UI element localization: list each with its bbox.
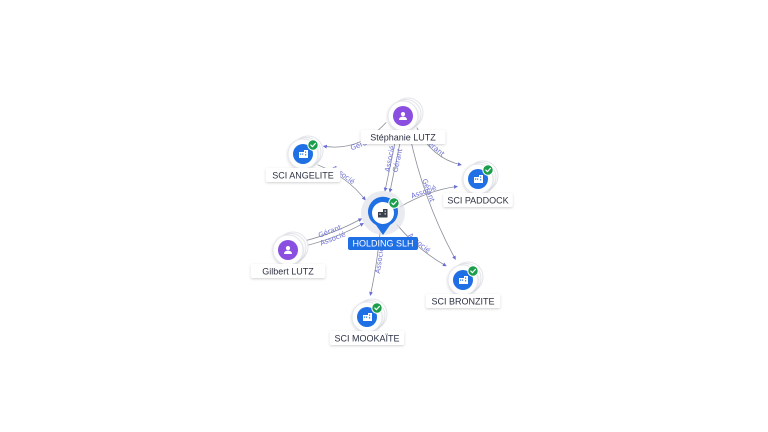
verified-check-icon [307, 139, 319, 151]
edge-line [396, 224, 447, 267]
node-holding[interactable]: HOLDING SLH [348, 191, 418, 250]
node-label: HOLDING SLH [352, 239, 413, 249]
label-box [329, 331, 405, 345]
node-mookaite[interactable]: SCI MOOKAÏTE [329, 298, 405, 345]
person-icon [284, 246, 292, 254]
edge-line [399, 184, 458, 208]
node-stephanie[interactable]: Stéphanie LUTZ [360, 97, 446, 144]
edge-label: Associé [374, 247, 386, 274]
label-box [360, 130, 446, 144]
edge-line [303, 218, 363, 242]
label-box [250, 264, 326, 278]
building-icon [299, 150, 308, 158]
label-box [443, 193, 513, 207]
verified-check-icon [467, 265, 479, 277]
node-paddock[interactable]: SCI PADDOCK [443, 160, 513, 207]
label-box [348, 237, 418, 250]
node-label: Stéphanie LUTZ [370, 133, 436, 143]
edge-line [305, 222, 364, 247]
edge-line [408, 132, 456, 260]
edge-line [322, 122, 387, 149]
label-box [265, 168, 341, 182]
verified-check-icon [371, 302, 383, 314]
label-box [425, 294, 501, 308]
building-icon [378, 209, 388, 218]
node-label: Gilbert LUTZ [262, 267, 314, 277]
building-icon [474, 175, 483, 183]
node-label: SCI ANGELITE [272, 171, 334, 181]
node-bronzite[interactable]: SCI BRONZITE [425, 261, 501, 308]
building-icon [363, 313, 372, 321]
node-label: SCI MOOKAÏTE [334, 334, 399, 344]
person-icon [399, 112, 407, 120]
nodes-layer: HOLDING SLH Stéphanie LUTZ SCI ANGELITE SCI… [250, 97, 513, 345]
verified-check-icon [388, 197, 400, 209]
node-angelite[interactable]: SCI ANGELITE [265, 135, 341, 182]
edge-line [317, 164, 366, 201]
verified-check-icon [482, 164, 494, 176]
node-label: SCI PADDOCK [447, 196, 508, 206]
building-icon [459, 276, 468, 284]
node-label: SCI BRONZITE [431, 297, 494, 307]
node-gilbert[interactable]: Gilbert LUTZ [250, 231, 326, 278]
